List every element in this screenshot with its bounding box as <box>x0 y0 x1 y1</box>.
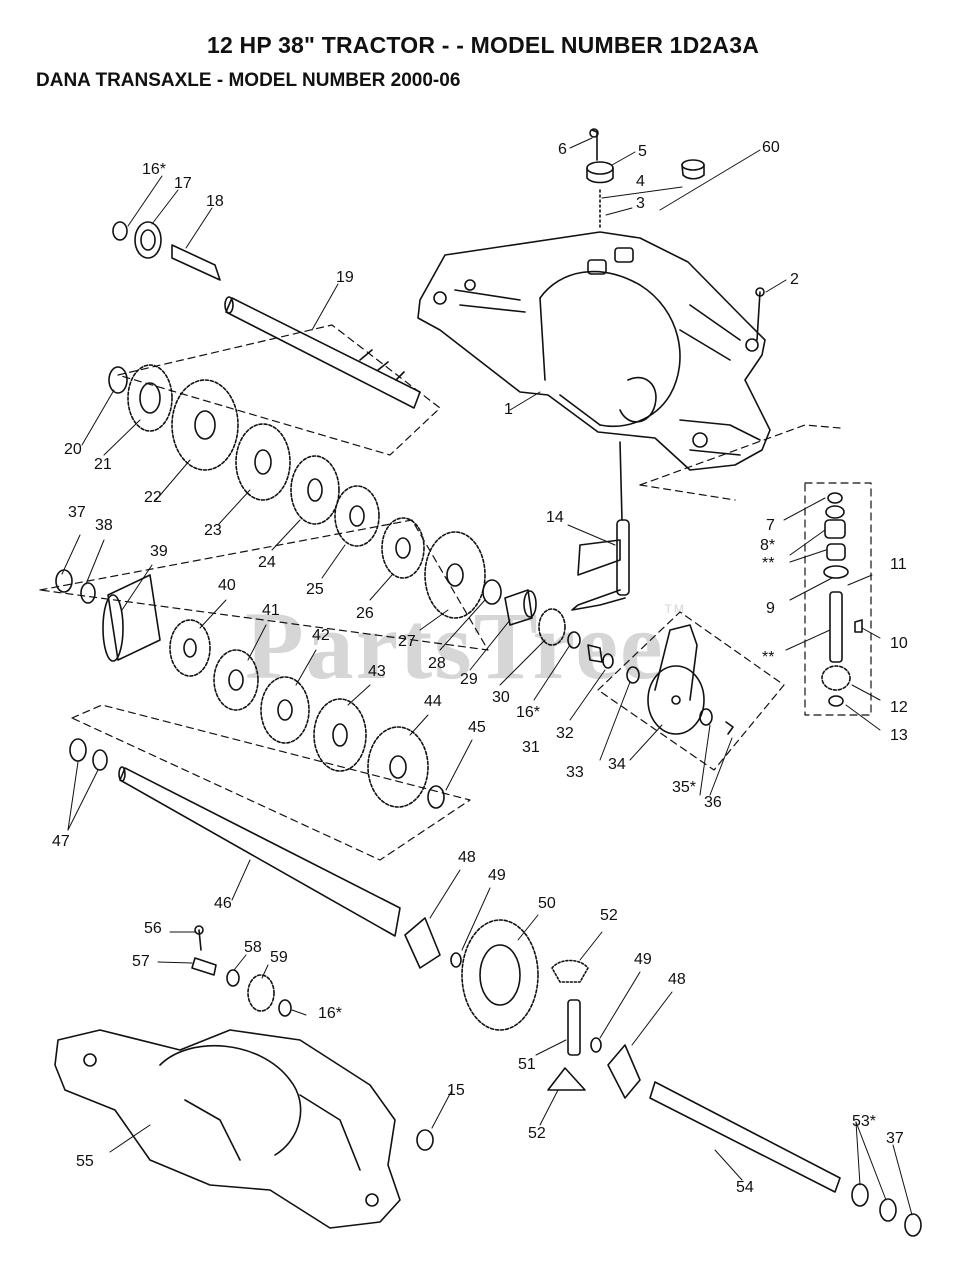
idler-parts <box>191 925 292 1017</box>
label-part-30: 30 <box>492 689 510 706</box>
label-part-28: 28 <box>428 655 446 672</box>
label-part-22: 22 <box>144 489 162 506</box>
label-part-33: 33 <box>566 764 584 781</box>
label-part-23: 23 <box>204 522 222 539</box>
label-part-41: 41 <box>262 602 280 619</box>
leader-lines <box>61 137 913 1216</box>
label-part-29: 29 <box>460 671 478 688</box>
shift-parts <box>482 579 734 735</box>
label-part-16-mid: 16* <box>516 704 541 721</box>
shift-fork-14 <box>571 441 630 611</box>
label-part-36: 36 <box>704 794 722 811</box>
axle-54 <box>649 1081 922 1237</box>
label-part-16-top: 16* <box>142 161 167 178</box>
label-part-56: 56 <box>144 920 162 937</box>
label-part-37-left: 37 <box>68 504 86 521</box>
label-part-58: 58 <box>244 939 262 956</box>
label-part-48-right: 48 <box>668 971 686 988</box>
label-part-11-note: ** <box>762 649 775 666</box>
label-part-48-left: 48 <box>458 849 476 866</box>
label-part-57: 57 <box>132 953 150 970</box>
label-part-42: 42 <box>312 627 330 644</box>
label-part-10: 10 <box>890 635 908 652</box>
label-part-31: 31 <box>522 739 540 756</box>
label-part-32: 32 <box>556 725 574 742</box>
label-part-9: 9 <box>766 600 775 617</box>
label-part-5: 5 <box>638 143 647 160</box>
diagram-subtitle: DANA TRANSAXLE - MODEL NUMBER 2000-06 <box>36 70 461 91</box>
label-part-49-left: 49 <box>488 867 506 884</box>
label-part-1: 1 <box>504 401 513 418</box>
label-part-34: 34 <box>608 756 626 773</box>
label-part-47: 47 <box>52 833 70 850</box>
label-part-8: 8* <box>760 537 776 554</box>
label-part-44: 44 <box>424 693 442 710</box>
label-part-3: 3 <box>636 195 645 212</box>
label-part-53: 53* <box>852 1113 877 1130</box>
seal-and-clip <box>112 221 221 281</box>
label-part-49-right: 49 <box>634 951 652 968</box>
label-part-13: 13 <box>890 727 908 744</box>
label-part-52-top: 52 <box>600 907 618 924</box>
label-part-6: 6 <box>558 141 567 158</box>
label-part-11: 11 <box>890 556 907 573</box>
label-part-20: 20 <box>64 441 82 458</box>
label-part-25: 25 <box>306 581 324 598</box>
label-part-35: 35* <box>672 779 697 796</box>
label-part-45: 45 <box>468 719 486 736</box>
label-part-60: 60 <box>762 139 780 156</box>
label-part-50: 50 <box>538 895 556 912</box>
gear-stack-upper <box>108 364 486 619</box>
label-part-37-right: 37 <box>886 1130 904 1147</box>
label-part-19: 19 <box>336 269 354 286</box>
label-part-8-note: ** <box>762 555 775 572</box>
brake-shaft-assembly <box>821 492 863 707</box>
label-part-26: 26 <box>356 605 374 622</box>
upper-housing-part <box>417 231 771 471</box>
label-part-18: 18 <box>206 193 224 210</box>
label-part-59: 59 <box>270 949 288 966</box>
label-part-21: 21 <box>94 456 112 473</box>
label-part-2: 2 <box>790 271 799 288</box>
label-part-12: 12 <box>890 699 908 716</box>
bevel-gears <box>404 917 641 1099</box>
label-part-38: 38 <box>95 517 113 534</box>
label-part-52-bottom: 52 <box>528 1125 546 1142</box>
label-part-7: 7 <box>766 517 775 534</box>
shaft-46 <box>69 738 401 937</box>
label-part-43: 43 <box>368 663 386 680</box>
top-hardware <box>586 128 765 341</box>
label-part-46: 46 <box>214 895 232 912</box>
label-part-51: 51 <box>518 1056 536 1073</box>
label-part-55: 55 <box>76 1153 94 1170</box>
label-part-4: 4 <box>636 173 645 190</box>
label-part-39: 39 <box>150 543 168 560</box>
group-outlines <box>39 324 872 861</box>
shaft-19 <box>224 296 421 409</box>
label-part-14: 14 <box>546 509 564 526</box>
label-part-24: 24 <box>258 554 276 571</box>
label-part-40: 40 <box>218 577 236 594</box>
diagram-title: 12 HP 38" TRACTOR - - MODEL NUMBER 1D2A3… <box>206 32 760 58</box>
lower-housing-part <box>54 1029 434 1229</box>
label-part-27: 27 <box>398 633 416 650</box>
gear-stack-lower <box>55 569 445 809</box>
label-part-54: 54 <box>736 1179 754 1196</box>
label-part-16-bottom: 16* <box>318 1005 343 1022</box>
label-part-15: 15 <box>447 1082 465 1099</box>
label-part-17: 17 <box>174 175 192 192</box>
